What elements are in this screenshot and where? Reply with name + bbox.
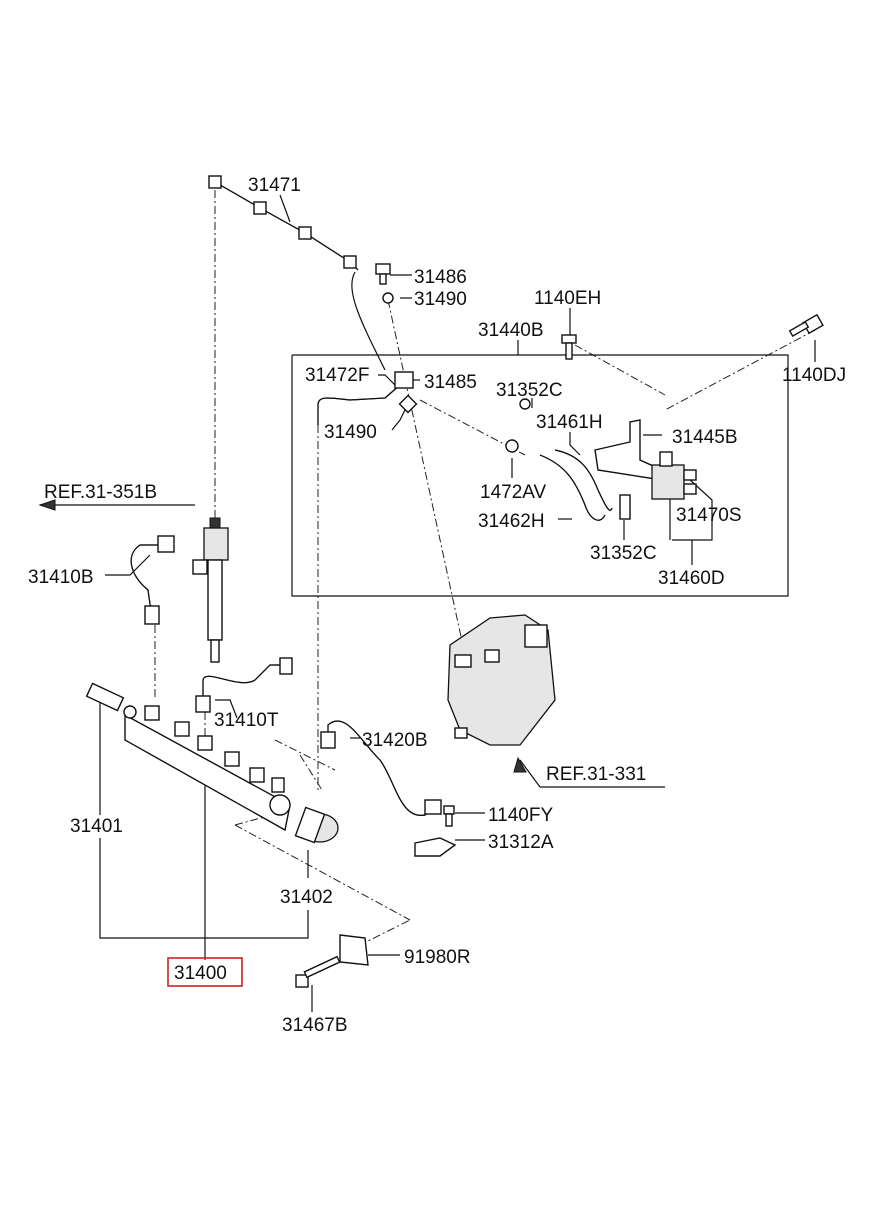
pipe-31472F	[317, 371, 418, 425]
leader-lines	[40, 194, 816, 1012]
label-31470S[interactable]: 31470S	[676, 505, 742, 526]
hose-31461H-31462H	[539, 449, 613, 521]
clip-31312A	[414, 837, 457, 857]
label-31401[interactable]: 31401	[70, 816, 123, 837]
label-31472F[interactable]: 31472F	[305, 365, 369, 386]
bracket-91980R	[339, 934, 369, 966]
arrow-ref-331	[513, 756, 527, 773]
label-31400[interactable]: 31400	[174, 963, 227, 984]
label-1140DJ[interactable]: 1140DJ	[782, 365, 846, 386]
bolt-1140FY	[443, 805, 455, 827]
pressure-valve-31402	[294, 806, 339, 844]
label-91980R[interactable]: 91980R	[404, 947, 471, 968]
label-31486[interactable]: 31486	[414, 267, 467, 288]
bolt-31467B	[295, 955, 341, 988]
centerline-bracket-c	[329, 919, 411, 961]
label-1140EH[interactable]: 1140EH	[534, 288, 601, 309]
label-1140FY[interactable]: 1140FY	[488, 805, 553, 826]
valve-31470S	[651, 451, 697, 500]
label-31461H[interactable]: 31461H	[536, 412, 603, 433]
centerline-rail-b	[299, 754, 323, 791]
centerline-bolt-dj	[664, 329, 816, 411]
label-31410T[interactable]: 31410T	[214, 710, 279, 731]
pipe-31410T	[195, 657, 293, 713]
centerline-rail-a	[274, 739, 336, 771]
centerline-bolt-eh	[574, 344, 666, 396]
label-31460D[interactable]: 31460D	[658, 568, 725, 589]
washer-31490-top	[382, 292, 394, 304]
arrow-ref-351b	[38, 499, 56, 511]
label-31352C-top[interactable]: 31352C	[496, 380, 563, 401]
pipe-31410B	[130, 535, 175, 625]
label-31402[interactable]: 31402	[280, 887, 333, 908]
bolt-1140DJ	[788, 313, 824, 338]
clip-31352C-top	[519, 398, 531, 410]
label-31467B[interactable]: 31467B	[282, 1015, 348, 1036]
label-31312A[interactable]: 31312A	[488, 832, 554, 853]
label-31352C-bottom[interactable]: 31352C	[590, 543, 657, 564]
label-31440B[interactable]: 31440B	[478, 320, 544, 341]
bolt-1140EH	[561, 334, 577, 360]
return-pipe-31471	[208, 175, 386, 371]
label-1472AV[interactable]: 1472AV	[480, 482, 547, 503]
label-31485[interactable]: 31485	[424, 372, 477, 393]
label-31490-top[interactable]: 31490	[414, 289, 467, 310]
fuel-pump	[447, 614, 556, 746]
centerline-bracket-a	[234, 824, 411, 921]
label-31445B[interactable]: 31445B	[672, 427, 738, 448]
part-labels: 31471 31486 31490 1140EH 31440B 1140DJ 3…	[28, 175, 846, 1036]
label-31490-bottom[interactable]: 31490	[324, 422, 377, 443]
bolt-31486	[375, 263, 391, 285]
label-ref-31-351B[interactable]: REF.31-351B	[44, 482, 157, 503]
label-ref-31-331[interactable]: REF.31-331	[546, 764, 646, 785]
pipe-31420B	[320, 720, 442, 816]
label-31420B[interactable]: 31420B	[362, 730, 428, 751]
label-31410B[interactable]: 31410B	[28, 567, 94, 588]
bracket-31445B	[594, 419, 663, 520]
highlight-box-31400	[167, 957, 243, 987]
centerline-pump	[387, 299, 466, 656]
label-31462H[interactable]: 31462H	[478, 511, 545, 532]
injector	[192, 517, 229, 663]
common-rail	[85, 682, 291, 832]
label-31471[interactable]: 31471	[248, 175, 301, 196]
clamp-1472AV	[505, 439, 519, 453]
